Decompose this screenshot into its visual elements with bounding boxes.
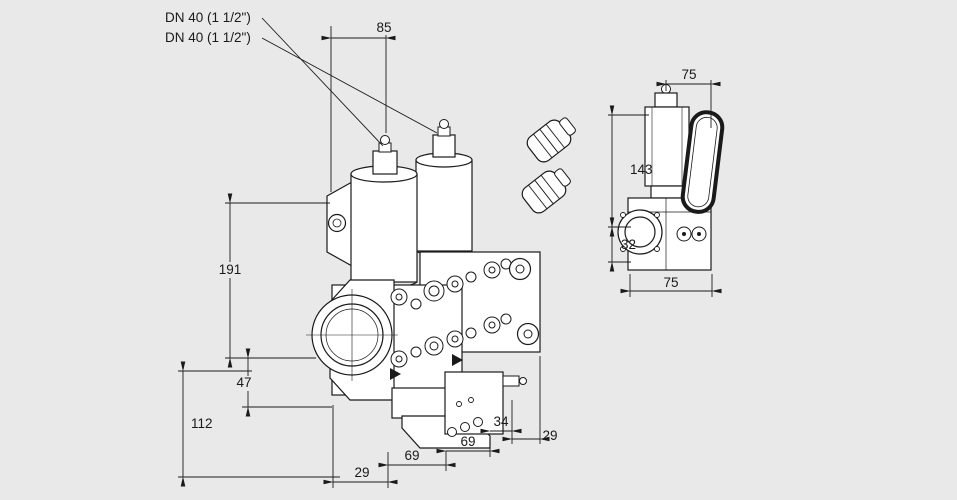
- dim-label-143: 143: [630, 162, 653, 177]
- dim-label-34: 34: [493, 414, 509, 429]
- coupling-top: [526, 117, 576, 163]
- test-nipple: [502, 375, 520, 387]
- dim-label-85: 85: [376, 20, 391, 35]
- dim-label-69-first: 69: [404, 448, 419, 463]
- front-view-drawing: [306, 119, 541, 449]
- dim-label-32: 32: [621, 237, 636, 252]
- solenoid-coil-left: [350, 135, 418, 289]
- front-view-dimension-lines: [178, 17, 550, 488]
- inlet-flange: [306, 279, 398, 401]
- dim-label-29-left: 29: [354, 465, 369, 480]
- body-bolts: [390, 257, 540, 368]
- dim-label-47: 47: [236, 375, 251, 390]
- flow-arrow-icon: [452, 354, 463, 366]
- dim-label-112: 112: [191, 416, 213, 431]
- coupling-adapters: [521, 117, 576, 214]
- dimension-labels: DN 40 (1 1/2") DN 40 (1 1/2") 85 191 47 …: [165, 10, 697, 480]
- solenoid-coil-right: [415, 119, 473, 257]
- coupling-bottom: [521, 168, 571, 214]
- dim-label-191: 191: [219, 262, 242, 277]
- leader-line: [261, 37, 438, 134]
- side-lever: [680, 110, 725, 214]
- label-halos: [213, 21, 397, 391]
- dim-label-69-second: 69: [460, 434, 475, 449]
- leader-line: [261, 17, 384, 147]
- dim-label-75-bottom: 75: [663, 275, 678, 290]
- dim-label-75-top: 75: [681, 67, 696, 82]
- dn-connection-label-2: DN 40 (1 1/2"): [165, 30, 251, 45]
- side-coil: [644, 106, 690, 187]
- dn-connection-label-1: DN 40 (1 1/2"): [165, 10, 251, 25]
- side-view-dimension-lines: [608, 80, 722, 297]
- dim-label-29-right: 29: [542, 428, 557, 443]
- side-view-drawing: [617, 84, 725, 271]
- flow-arrow-icon: [390, 368, 401, 380]
